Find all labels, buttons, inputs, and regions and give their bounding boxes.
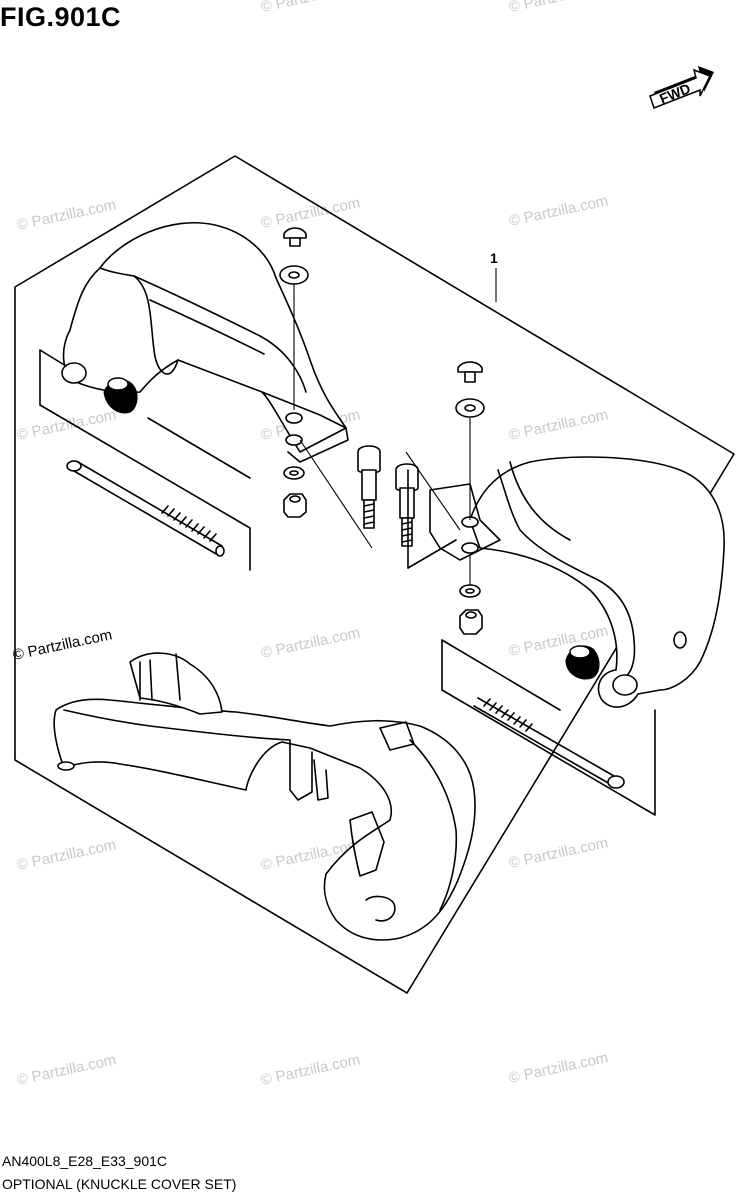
- watermark: © Partzilla.com: [15, 196, 117, 234]
- right-fasteners: [455, 361, 485, 635]
- diagram-description: OPTIONAL (KNUCKLE COVER SET): [2, 1176, 237, 1192]
- watermark: © Partzilla.com: [507, 834, 609, 872]
- watermark: © Partzilla.com: [15, 1051, 117, 1089]
- watermark: © Partzilla.com: [259, 0, 361, 16]
- left-rod-bracket: [39, 349, 251, 571]
- watermark: © Partzilla.com: [507, 192, 609, 230]
- watermark: © Partzilla.com: [507, 1049, 609, 1087]
- right-long-rod: [473, 697, 625, 789]
- fwd-label: FWD: [657, 80, 693, 107]
- watermark: © Partzilla.com: [259, 194, 361, 232]
- watermark: © Partzilla.com: [259, 1051, 361, 1089]
- watermark: © Partzilla.com: [507, 406, 609, 444]
- watermark: © Partzilla.com: [507, 0, 609, 16]
- left-knuckle-guard: [61, 221, 349, 463]
- watermark: © Partzilla.com: [11, 626, 113, 664]
- diagram-code: AN400L8_E28_E33_901C: [2, 1153, 168, 1169]
- kit-outline: [14, 155, 735, 994]
- fwd-arrow: FWD: [649, 66, 714, 109]
- callout-number: 1: [490, 250, 498, 266]
- watermark: © Partzilla.com: [15, 836, 117, 874]
- figure-title: FIG.901C: [0, 2, 122, 32]
- center-bolts: [299, 439, 461, 549]
- right-knuckle-guard: [429, 456, 725, 708]
- left-long-rod: [66, 460, 225, 557]
- lower-cover: [53, 652, 476, 941]
- watermark: © Partzilla.com: [259, 624, 361, 662]
- left-fasteners: [279, 227, 309, 518]
- right-rod-bracket: [407, 469, 656, 816]
- watermark: © Partzilla.com: [15, 406, 117, 444]
